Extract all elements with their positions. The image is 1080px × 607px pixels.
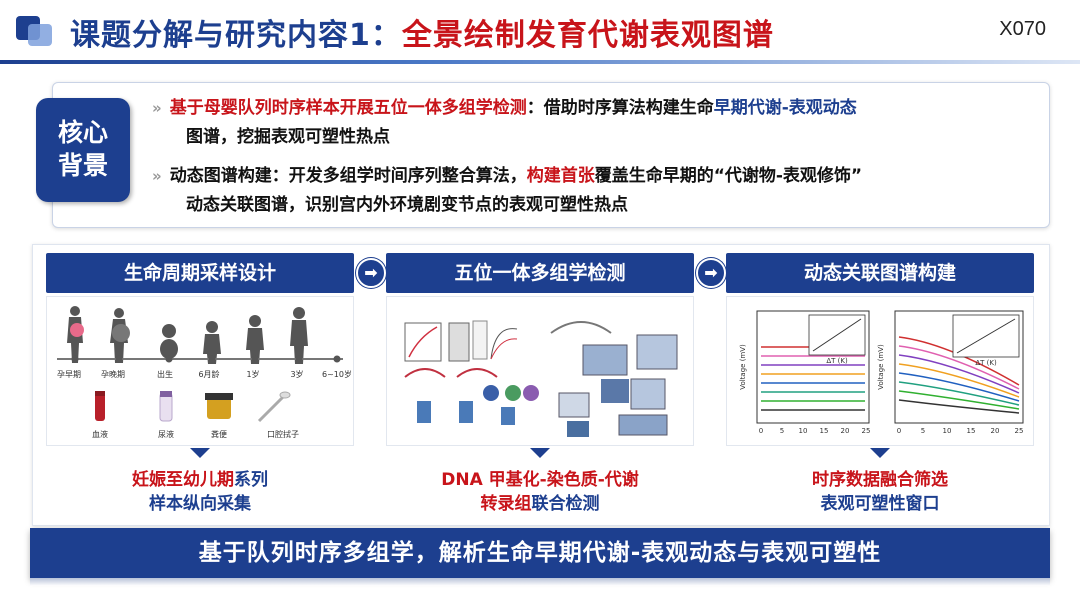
caption-multiomics: DNA 甲基化-染色质-代谢 转录组联合检测 <box>386 468 694 516</box>
timeline-stage-label: 6~10岁 <box>322 369 352 379</box>
inset-xlabel-left: ΔT (K) <box>826 357 848 365</box>
lifecycle-illustration: 孕早期 孕晚期 出生 6月龄 1岁 3岁 6~10岁 血液 尿液 粪便 口腔拭子 <box>46 296 354 446</box>
bullet2-part1: 动态图谱构建：开发多组学时间序列整合算法， <box>169 166 527 186</box>
chart-ylabel-right: Voltage (mV) <box>877 344 885 390</box>
section-dynamic-map: 动态关联图谱构建 <box>726 253 1034 293</box>
swab-icon <box>257 395 285 423</box>
multiomics-illustration <box>386 296 694 446</box>
title-part2: 全景绘制发育代谢表观图谱 <box>401 18 774 53</box>
caption3-line2: 表观可塑性窗口 <box>820 494 940 514</box>
section-pointer <box>530 448 550 458</box>
header-divider <box>0 60 1080 64</box>
bullet2-part2: 覆盖生命早期的“代谢物-表观修饰” <box>594 166 863 186</box>
chart-ylabel-left: Voltage (mV) <box>739 344 747 390</box>
caption2-red: 转录组 <box>480 494 532 514</box>
caption1-line2: 样本纵向采集 <box>149 494 251 514</box>
chart-series-line <box>898 399 1020 414</box>
chart-series-line <box>898 363 1020 398</box>
double-chevron-icon: » <box>152 99 162 117</box>
banner-shadow <box>30 578 1050 586</box>
chart-x-tick: 0 <box>897 427 901 435</box>
tag-line1: 核心 <box>57 118 108 147</box>
caption-sampling: 妊娠至幼儿期系列 样本纵向采集 <box>46 468 354 516</box>
chart-series-line <box>898 345 1020 390</box>
sample-type-label: 口腔拭子 <box>267 429 299 439</box>
caption1-red: 妊娠至幼儿期 <box>132 470 234 490</box>
dynamic-map-charts: Voltage (mV) Voltage (mV) ΔT (K) ΔT (K) … <box>726 296 1034 446</box>
sample-type-label: 粪便 <box>211 429 227 439</box>
bullet2-red: 构建首张 <box>526 166 595 186</box>
chart-x-tick: 5 <box>921 427 925 435</box>
chart-x-tick: 10 <box>799 427 808 435</box>
bullet1-mid: ：借助时序算法构建生命 <box>526 98 714 118</box>
core-background-tag: 核心 背景 <box>36 98 130 202</box>
bullet-2: » 动态图谱构建：开发多组学时间序列整合算法，构建首张覆盖生命早期的“代谢物-表观… <box>152 162 1032 220</box>
timeline-stage-label: 孕晚期 <box>101 369 125 379</box>
title-part1: 课题分解与研究内容1： <box>70 18 402 53</box>
urine-tube-icon <box>159 392 173 422</box>
core-background-box <box>52 82 1050 228</box>
summary-banner: 基于队列时序多组学，解析生命早期代谢-表观动态与表观可塑性 <box>30 528 1050 578</box>
logo-icon <box>16 16 52 46</box>
section-multiomics: 五位一体多组学检测 <box>386 253 694 293</box>
sample-type-label: 尿液 <box>158 429 174 439</box>
section-pointer <box>870 448 890 458</box>
double-chevron-icon: » <box>152 167 162 185</box>
blood-tube-icon <box>95 393 105 421</box>
bullet1-red: 基于母婴队列时序样本开展五位一体多组学检测 <box>169 98 527 118</box>
chart-x-tick: 15 <box>967 427 976 435</box>
caption1-rest: 系列 <box>234 470 268 490</box>
chart-x-tick: 20 <box>991 427 1000 435</box>
tag-line2: 背景 <box>57 151 108 180</box>
timeline-stage-label: 1岁 <box>246 369 259 379</box>
chart-series-line <box>898 372 1020 402</box>
arrow-right-icon: ➡ <box>696 258 726 288</box>
caption2-line1: DNA 甲基化-染色质-代谢 <box>441 470 639 490</box>
chart-series-line <box>898 381 1020 406</box>
chart-series-line <box>898 390 1020 410</box>
timeline-stage-label: 出生 <box>157 369 173 379</box>
chart-x-tick: 5 <box>780 427 784 435</box>
slide-code: X070 <box>999 18 1046 40</box>
lab-instruments-icon <box>550 321 678 437</box>
header: 课题分解与研究内容1：全景绘制发育代谢表观图谱 X070 <box>0 0 1080 64</box>
page-title: 课题分解与研究内容1：全景绘制发育代谢表观图谱 <box>70 10 774 54</box>
bullet1-blue: 早期代谢-表观动态 <box>713 98 857 118</box>
section-pointer <box>190 448 210 458</box>
chart-x-tick: 0 <box>759 427 763 435</box>
caption3-red: 时序数据融合筛选 <box>812 470 948 490</box>
inset-xlabel-right: ΔT (K) <box>975 359 997 367</box>
bullet-1: » 基于母婴队列时序样本开展五位一体多组学检测：借助时序算法构建生命早期代谢-表观… <box>152 94 1032 152</box>
caption-dynamic-map: 时序数据融合筛选 表观可塑性窗口 <box>726 468 1034 516</box>
sample-type-label: 血液 <box>92 429 108 439</box>
bullet1-line2: 图谱，挖掘表观可塑性热点 <box>186 127 390 147</box>
timeline-stage-label: 6月龄 <box>198 369 219 379</box>
chart-x-tick: 10 <box>943 427 952 435</box>
chart-x-tick: 25 <box>1015 427 1024 435</box>
human-figures-icon <box>67 306 308 364</box>
timeline-stage-label: 孕早期 <box>57 370 81 379</box>
chart-series-line <box>898 354 1020 394</box>
bullet2-line2: 动态关联图谱，识别宫内外环境剧变节点的表观可塑性热点 <box>186 195 628 215</box>
chart-x-tick: 25 <box>862 427 871 435</box>
timeline-stage-label: 3岁 <box>290 369 303 379</box>
chart-x-tick: 20 <box>841 427 850 435</box>
chart-x-tick: 15 <box>820 427 829 435</box>
stool-container-icon <box>207 397 231 419</box>
caption2-rest: 联合检测 <box>531 494 600 514</box>
section-sampling-design: 生命周期采样设计 <box>46 253 354 293</box>
arrow-right-icon: ➡ <box>356 258 386 288</box>
